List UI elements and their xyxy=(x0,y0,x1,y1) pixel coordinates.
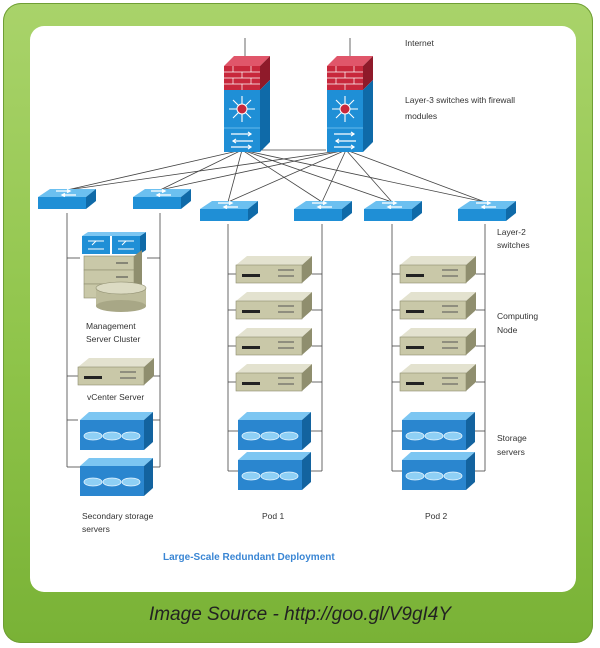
secondary-storage-2 xyxy=(79,457,154,497)
l2-switch-mgmt-1 xyxy=(37,188,97,210)
label-l2-line1: Layer-2 xyxy=(497,227,526,237)
management-cluster-icon xyxy=(82,232,147,312)
rack-wires xyxy=(66,213,486,472)
l2-switch-pod2-a xyxy=(363,200,423,222)
label-storage-line2: servers xyxy=(497,447,525,457)
label-mgmt-line1: Management xyxy=(86,321,136,331)
l2-switch-pod1-b xyxy=(293,200,353,222)
l2-switch-pod2-b xyxy=(457,200,517,222)
label-internet: Internet xyxy=(405,38,434,48)
label-storage-line1: Storage xyxy=(497,433,527,443)
label-secondary-line1: Secondary storage xyxy=(82,511,154,521)
label-pod1: Pod 1 xyxy=(262,511,284,521)
image-source-caption: Image Source - http://goo.gl/V9gI4Y xyxy=(148,604,452,625)
pod2-compute-node-4 xyxy=(399,363,477,392)
label-l3-line1: Layer-3 switches with firewall xyxy=(405,95,515,105)
diagram-title: Large-Scale Redundant Deployment xyxy=(163,552,335,563)
secondary-storage-1 xyxy=(79,411,154,451)
l2-switch-mgmt-2 xyxy=(132,188,192,210)
label-vcenter: vCenter Server xyxy=(87,392,144,402)
pod1-storage-1 xyxy=(237,411,312,451)
label-secondary-line2: servers xyxy=(82,524,110,534)
l2-switch-pod1-a xyxy=(199,200,259,222)
pod2-storage-2 xyxy=(401,451,476,491)
label-computing-line1: Computing xyxy=(497,311,538,321)
pod1-compute-node-3 xyxy=(235,327,313,356)
label-pod2: Pod 2 xyxy=(425,511,447,521)
pod1-compute-node-1 xyxy=(235,255,313,284)
pod1-compute-node-4 xyxy=(235,363,313,392)
pod1-storage-2 xyxy=(237,451,312,491)
pod2-compute-node-2 xyxy=(399,291,477,320)
label-computing-line2: Node xyxy=(497,325,518,335)
label-mgmt-line2: Server Cluster xyxy=(86,334,140,344)
layer3-firewall-switch-1 xyxy=(223,55,271,153)
uplink-wires xyxy=(66,38,486,203)
pod2-compute-node-3 xyxy=(399,327,477,356)
layer3-firewall-switch-2 xyxy=(326,55,374,153)
label-l3-line2: modules xyxy=(405,111,437,121)
label-l2-line2: switches xyxy=(497,240,530,250)
vcenter-server-icon xyxy=(77,357,155,386)
pod2-storage-1 xyxy=(401,411,476,451)
pod2-compute-node-1 xyxy=(399,255,477,284)
pod1-compute-node-2 xyxy=(235,291,313,320)
